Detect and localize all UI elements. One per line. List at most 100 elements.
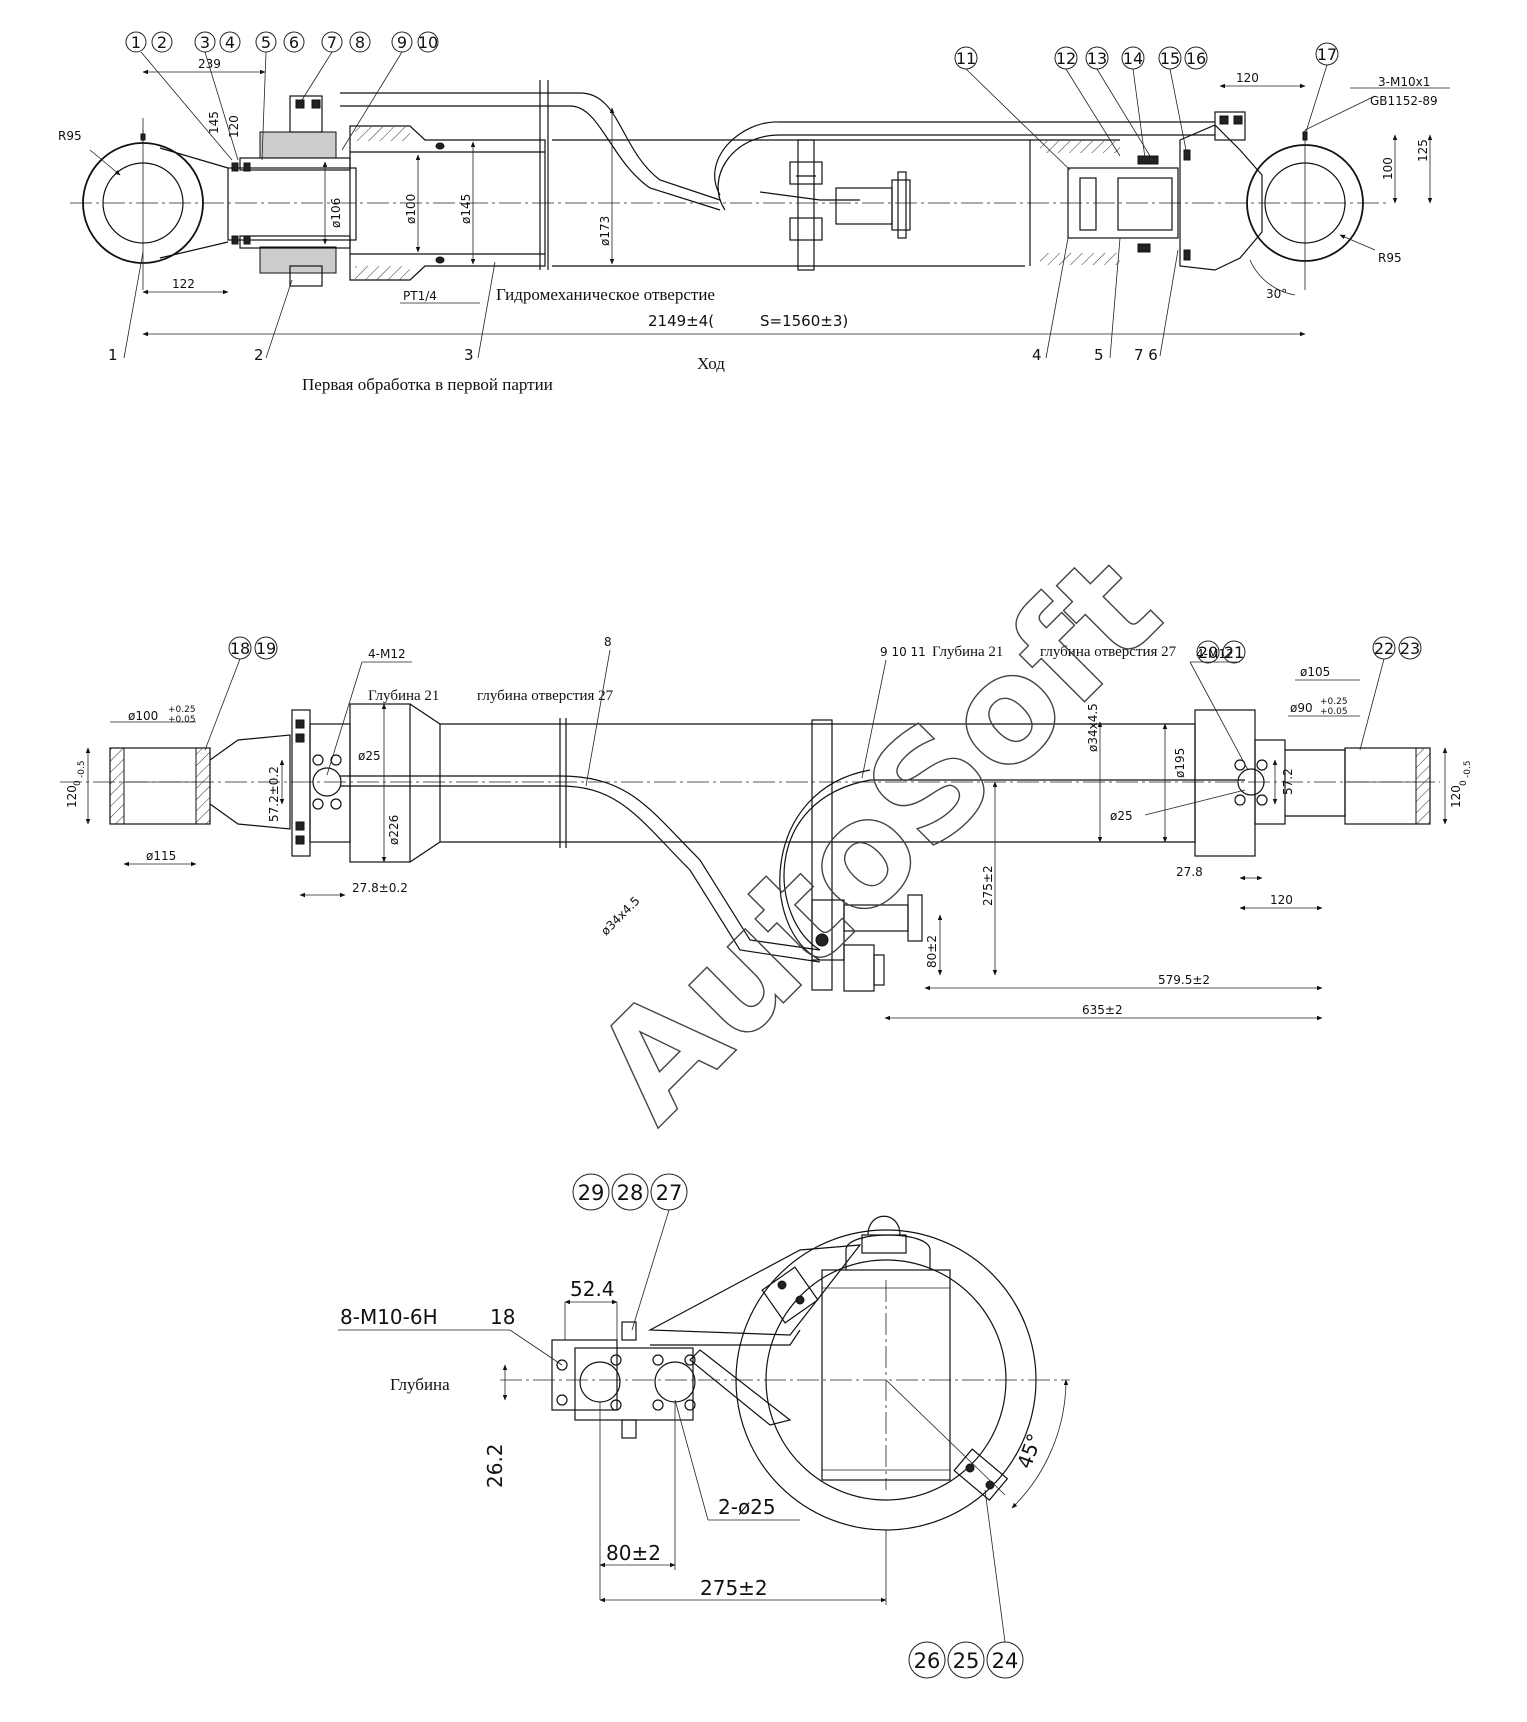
- balloon: 25: [953, 1649, 980, 1673]
- v2-tol-minus-right: -0.5: [1463, 760, 1473, 778]
- v2-tol-lower-left: +0.05: [168, 715, 196, 725]
- v2-dim-120-bottom: 120: [1270, 893, 1293, 907]
- v3-thread: 8-M10-6H: [340, 1305, 438, 1329]
- v1-note-first-machining: Первая обработка в первой партии: [302, 375, 553, 394]
- balloon: 18: [230, 639, 250, 658]
- bolt-heads-left: [295, 719, 305, 845]
- watermark: AutoSoft: [563, 524, 1192, 1153]
- v2-tol-zero-left: 0: [73, 780, 83, 786]
- v1-dim-120h: 120: [1236, 71, 1259, 85]
- balloon: 10: [418, 33, 438, 52]
- v2-tol-minus-left: -0.5: [77, 760, 87, 778]
- balloon: 12: [1056, 49, 1076, 68]
- v2-dim-120-right: 120: [1449, 785, 1463, 808]
- v1-balloons: 1 2 3 4 5 6 7 8 9 10 11 12 13 14 15 16 1…: [125, 31, 1339, 171]
- balloon: 19: [256, 639, 276, 658]
- part-label: 5: [1094, 346, 1104, 364]
- v2-dim-80: 80±2: [925, 935, 939, 968]
- balloon: 11: [956, 49, 976, 68]
- v3-dim-26: 26.2: [483, 1443, 507, 1488]
- balloon: 22: [1374, 639, 1394, 658]
- v2-dim-57-left: 57.2±0.2: [267, 766, 281, 822]
- v1-dia173: ø173: [598, 216, 612, 246]
- balloon: 8: [355, 33, 365, 52]
- v1-dia100: ø100: [404, 194, 418, 224]
- v2-dim-579: 579.5±2: [1158, 973, 1210, 987]
- part-label: 4: [1032, 346, 1042, 364]
- v3-note-depth: Глубина: [390, 1375, 450, 1394]
- v2-dia195: ø195: [1173, 748, 1187, 778]
- balloon: 13: [1087, 49, 1107, 68]
- balloon: 17: [1317, 45, 1337, 64]
- balloon: 9: [397, 33, 407, 52]
- view-1-section: 239 145 120 122 R95 ø106 ø100 ø145 ø173 …: [58, 31, 1450, 394]
- v1-note-hydro-hole: Гидромеханическое отверстие: [496, 285, 715, 304]
- v2-depth-right: Глубина 21: [932, 644, 1003, 660]
- v1-thread: 3-M10x1: [1378, 75, 1430, 89]
- v1-pt: PT1/4: [403, 289, 437, 303]
- balloon: 20: [1198, 643, 1218, 662]
- view-3-end: 52.4 8-M10-6H 18 Глубина 26.2 2-ø25 80±2…: [338, 1173, 1070, 1679]
- part-label: 7 6: [1134, 346, 1158, 364]
- v1-r95-right: R95: [1378, 251, 1402, 265]
- v2-m12-left: 4-M12: [368, 647, 406, 661]
- v2-leader-9-11: 9 10 11: [880, 645, 926, 659]
- v1-note-stroke: Ход: [697, 354, 725, 373]
- v2-dia34-vert: ø34x4.5: [1086, 703, 1100, 752]
- v2-tol-lower-right: +0.05: [1320, 707, 1348, 717]
- part-label: 2: [254, 346, 264, 364]
- v2-dia115: ø115: [146, 849, 176, 863]
- v1-dim-122: 122: [172, 277, 195, 291]
- balloon: 4: [225, 33, 235, 52]
- balloon: 21: [1224, 643, 1244, 662]
- v1-dim-145: 145: [207, 111, 221, 134]
- view-2-top: ø100 +0.25 +0.05 120 0 -0.5 ø115 4-M12 Г…: [60, 635, 1473, 1021]
- v1-dia106: ø106: [329, 198, 343, 228]
- part-label: 1: [108, 346, 118, 364]
- balloon: 23: [1400, 639, 1420, 658]
- v2-dia100: ø100: [128, 709, 158, 723]
- v2-depth-left: Глубина 21: [368, 688, 439, 704]
- v2-hole-depth-left: глубина отверстия 27: [477, 688, 614, 704]
- v2-dim-120-left: 120: [65, 785, 79, 808]
- v1-dia145: ø145: [459, 194, 473, 224]
- v2-hole-depth-right: глубина отверстия 27: [1040, 644, 1177, 660]
- v2-tol-upper-left: +0.25: [168, 705, 196, 715]
- balloon: 14: [1123, 49, 1143, 68]
- balloon: 2: [157, 33, 167, 52]
- balloon: 6: [289, 33, 299, 52]
- v2-tol-zero-right: 0: [1459, 780, 1469, 786]
- v2-dim-27-left: 27.8±0.2: [352, 881, 408, 895]
- balloon: 29: [578, 1181, 605, 1205]
- v2-dia25-left: ø25: [358, 749, 381, 763]
- balloon: 5: [261, 33, 271, 52]
- v3-dim-52: 52.4: [570, 1277, 615, 1301]
- v1-dim-125v: 125: [1416, 139, 1430, 162]
- v2-dia25-right: ø25: [1110, 809, 1133, 823]
- v1-dim-100v: 100: [1381, 157, 1395, 180]
- v2-dia226: ø226: [387, 815, 401, 845]
- v1-standard: GB1152-89: [1370, 94, 1438, 108]
- v2-dia105: ø105: [1300, 665, 1330, 679]
- balloon: 27: [656, 1181, 683, 1205]
- v1-angle-30: 30°: [1266, 287, 1287, 301]
- v3-thread-depth: 18: [490, 1305, 515, 1329]
- balloon: 7: [327, 33, 337, 52]
- v3-dim-80: 80±2: [606, 1541, 661, 1565]
- v2-tol-upper-right: +0.25: [1320, 697, 1348, 707]
- balloon: 15: [1160, 49, 1180, 68]
- v1-dim-239: 239: [198, 57, 221, 71]
- v2-dia34-diag: ø34x4.5: [598, 894, 642, 938]
- v3-angle-45: 45°: [1012, 1430, 1047, 1472]
- v3-balloons: 29 28 27 26 25 24: [572, 1173, 1024, 1679]
- part-label: 3: [464, 346, 474, 364]
- v2-dim-57-right: 57.2: [1281, 768, 1295, 795]
- v2-dim-275: 275±2: [981, 865, 995, 906]
- balloon: 28: [617, 1181, 644, 1205]
- v2-dia90: ø90: [1290, 701, 1313, 715]
- v1-r95-left: R95: [58, 129, 82, 143]
- v2-leader-8: 8: [604, 635, 612, 649]
- v1-part-labels: 1 2 3 4 5 7 6: [108, 237, 1179, 364]
- v1-dim-120v: 120: [227, 115, 241, 138]
